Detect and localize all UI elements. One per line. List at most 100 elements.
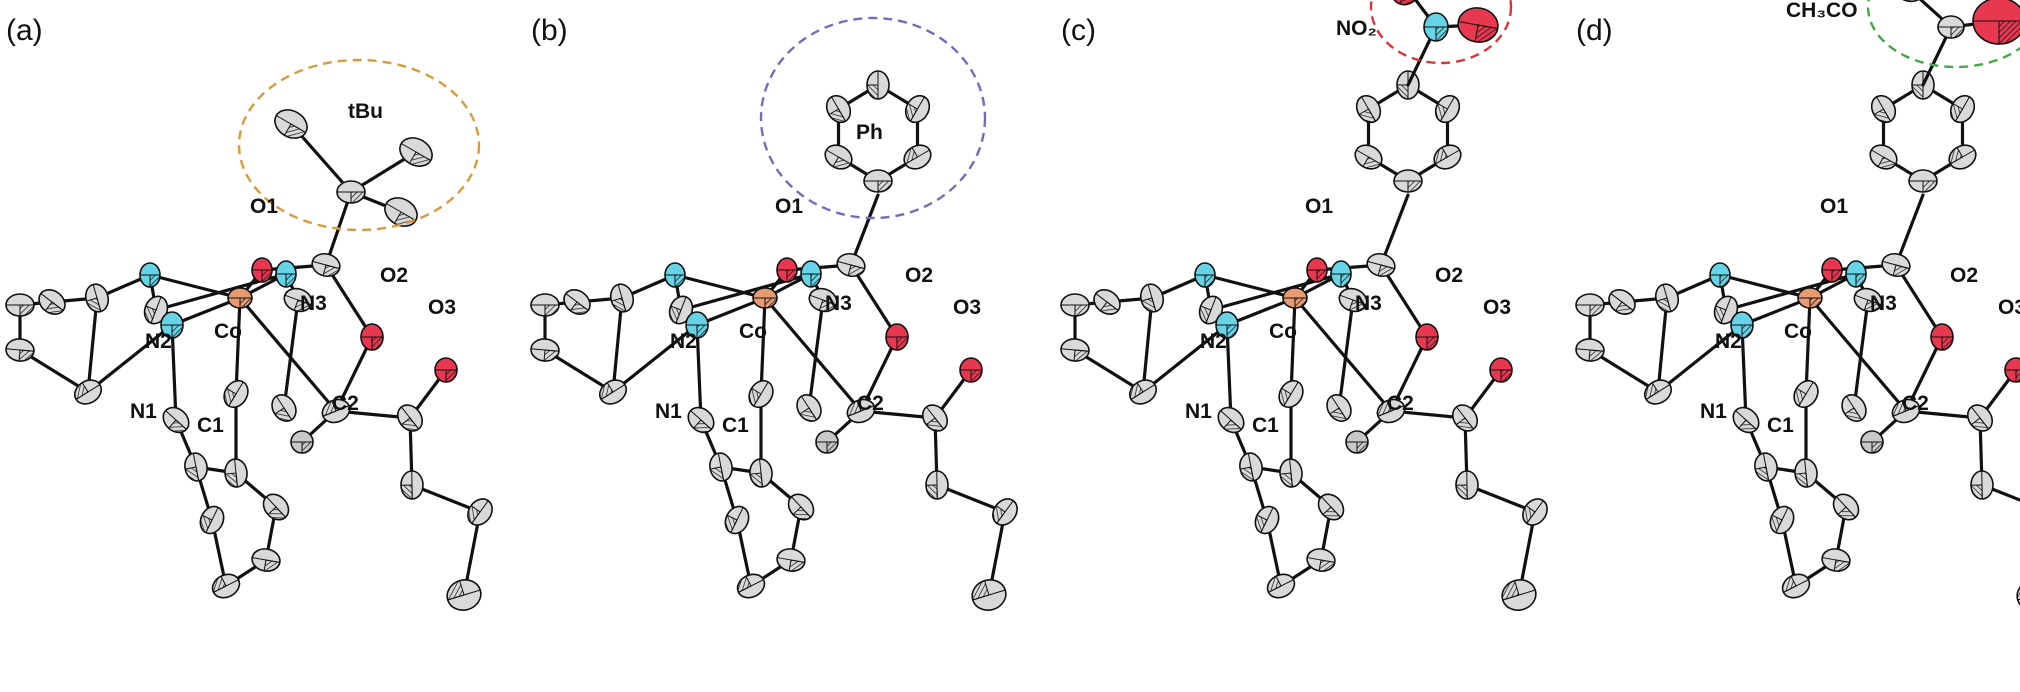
- atom-label-n1: N1: [130, 400, 157, 423]
- carbon-atom: [1766, 503, 1798, 538]
- carbon-atom: [608, 282, 637, 315]
- oxygen-atom-o2: [361, 324, 383, 350]
- substituent-group: [270, 104, 437, 265]
- oxygen-atom-o2: [1416, 324, 1438, 350]
- group-label: NO₂: [1336, 17, 1377, 40]
- atom-label-c2: C2: [857, 392, 884, 415]
- panel-label: (c): [1061, 14, 1096, 47]
- carbon-atom: [1837, 390, 1871, 425]
- carbon-atom: [968, 576, 1009, 615]
- atom-label-co: Co: [1269, 320, 1297, 343]
- carbon-atom: [1448, 400, 1483, 436]
- ring-carbon-atom: [822, 91, 855, 126]
- panel-label: (b): [531, 14, 568, 47]
- atom-label-o1: O1: [775, 195, 803, 218]
- carbon-atom: [1274, 376, 1307, 411]
- atom-label-o2: O2: [380, 264, 408, 287]
- carbon-atom: [158, 402, 194, 437]
- atom-label-o1: O1: [250, 195, 278, 218]
- carbon-atom: [792, 390, 826, 425]
- nitro-oxygen-atom: [1455, 5, 1500, 45]
- oxygen-atom-o1: [1307, 258, 1327, 282]
- carbon-atom: [401, 471, 423, 499]
- atom-label-n3: N3: [1870, 292, 1897, 315]
- carbon-atom: [2013, 576, 2020, 615]
- nitrogen-atom-n2: [1710, 263, 1730, 287]
- carbon-atom: [1089, 285, 1125, 319]
- carbon-atom: [83, 282, 112, 315]
- acetyl-oxygen-atom: [1973, 0, 2020, 44]
- carbon-atom: [209, 570, 244, 602]
- carbon-atom: [1213, 402, 1249, 437]
- atom-label-o3: O3: [428, 296, 456, 319]
- nitrogen-atom-n2: [1195, 263, 1215, 287]
- cobalt-atom: [1283, 288, 1307, 308]
- carbon-atom: [1576, 294, 1604, 316]
- carbon-atom: [988, 494, 1022, 530]
- carbon-atom: [1060, 338, 1090, 362]
- atom-label-c1: C1: [1252, 414, 1279, 437]
- carbon-atom: [34, 285, 70, 319]
- carbon-atom: [6, 294, 34, 316]
- carbon-atom: [1779, 570, 1814, 602]
- carbon-atom: [708, 451, 735, 483]
- carbon-atom: [531, 294, 559, 316]
- acetyl-carbon-atom: [1938, 16, 1964, 38]
- cobalt-atom: [753, 288, 777, 308]
- carbon-atom: [835, 251, 868, 279]
- oxygen-atom-o2: [886, 324, 908, 350]
- ring-carbon-atom: [1867, 91, 1900, 126]
- cobalt-atom: [1798, 288, 1822, 308]
- hydrogen-atom: [291, 431, 313, 453]
- panel-d: (d)CH₃COCoN1N2N3O1O2O3C1C2: [1575, 0, 2020, 614]
- atom-label-o3: O3: [1483, 296, 1511, 319]
- atom-label-co: Co: [739, 320, 767, 343]
- atom-label-co: Co: [1784, 320, 1812, 343]
- atom-label-co: Co: [214, 320, 242, 343]
- oxygen-atom-o1: [1822, 258, 1842, 282]
- nitrogen-atom-n3: [1331, 261, 1351, 287]
- nitrogen-atom-n2: [665, 263, 685, 287]
- ring-carbon-atom: [1351, 140, 1386, 173]
- hydrogen-atom: [1346, 431, 1368, 453]
- carbon-atom: [1794, 458, 1819, 488]
- nitrogen-atom-n3: [276, 261, 296, 287]
- atom-label-c2: C2: [1387, 392, 1414, 415]
- carbon-atom: [683, 402, 719, 437]
- carbon-atom: [1653, 282, 1682, 315]
- oxygen-atom-o3: [960, 358, 982, 382]
- group-label: tBu: [348, 100, 383, 123]
- atom-label-n1: N1: [1700, 400, 1727, 423]
- carbon-atom: [734, 570, 769, 602]
- oxygen-atom-o1: [252, 258, 272, 282]
- carbon-atom: [1575, 338, 1605, 362]
- carbon-atom: [1251, 503, 1283, 538]
- carbon-atom: [1753, 451, 1780, 483]
- group-label: CH₃CO: [1786, 0, 1858, 22]
- cobalt-atom: [228, 288, 252, 308]
- carbon-atom: [224, 458, 249, 488]
- nitro-nitrogen-atom: [1424, 13, 1448, 41]
- hydrogen-atom: [1861, 431, 1883, 453]
- oxygen-atom-o3: [1490, 358, 1512, 382]
- carbon-atom: [250, 547, 281, 574]
- oxygen-atom-o3: [2005, 358, 2020, 382]
- carbon-atom: [775, 547, 806, 574]
- carbon-atom: [196, 503, 228, 538]
- carbon-atom: [1061, 294, 1089, 316]
- ring-carbon-atom: [864, 170, 892, 192]
- ring-carbon-atom: [900, 140, 935, 173]
- oxygen-atom-o1: [777, 258, 797, 282]
- group-label: Ph: [856, 121, 883, 144]
- carbon-atom: [1238, 451, 1265, 483]
- carbon-atom: [1789, 376, 1822, 411]
- atom-label-n1: N1: [655, 400, 682, 423]
- ring-carbon-atom: [1431, 91, 1464, 126]
- oxygen-atom-o2: [1931, 324, 1953, 350]
- ring-carbon-atom: [1945, 140, 1980, 173]
- carbon-atom: [1498, 576, 1539, 615]
- ring-carbon-atom: [901, 91, 934, 126]
